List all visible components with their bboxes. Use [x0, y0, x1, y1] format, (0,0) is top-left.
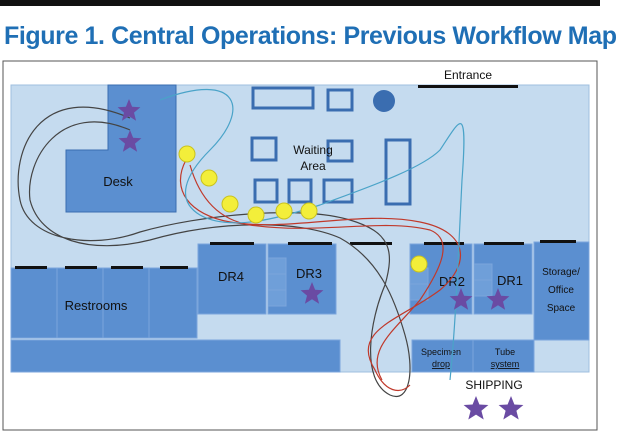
- storage-label-2: Office: [548, 285, 574, 296]
- workflow-map: Entrance Desk Waiting Area Restrooms DR4…: [2, 60, 598, 431]
- door: [288, 242, 332, 245]
- door: [65, 266, 97, 269]
- tube-label-1: Tube: [495, 347, 515, 357]
- chair-block: [326, 139, 354, 163]
- cabinet: [409, 283, 429, 301]
- waiting-furniture: [250, 86, 412, 206]
- queue-circle: [410, 255, 428, 273]
- door: [540, 240, 576, 243]
- star-icon: [300, 282, 324, 304]
- chair-block: [326, 88, 354, 112]
- cabinet: [473, 263, 493, 281]
- waiting-label-2: Area: [300, 159, 326, 173]
- room-dr4: [197, 243, 267, 315]
- path-blue: [159, 89, 465, 381]
- entrance-label: Entrance: [444, 68, 492, 82]
- door: [160, 266, 188, 269]
- queue-circle: [200, 169, 218, 187]
- path-black: [17, 106, 411, 398]
- door: [111, 266, 143, 269]
- storage-label-3: Space: [547, 303, 576, 314]
- queue-markers: [178, 145, 428, 273]
- workflow-paths: [17, 89, 465, 398]
- door: [350, 242, 392, 245]
- cabinet: [473, 279, 493, 297]
- star-icon: [117, 99, 141, 121]
- cabinet: [267, 273, 287, 291]
- top-rule: [0, 0, 600, 6]
- door: [15, 266, 47, 269]
- cabinet: [267, 257, 287, 275]
- round-table: [373, 90, 395, 112]
- desk-label: Desk: [103, 174, 133, 189]
- tube-label-2: system: [491, 359, 520, 369]
- cabinet: [267, 289, 287, 307]
- door: [424, 242, 464, 245]
- entrance-bar: [418, 85, 518, 88]
- waiting-label-1: Waiting: [293, 143, 333, 157]
- star-icon: [498, 396, 524, 420]
- queue-circle: [247, 206, 265, 224]
- chair-block: [251, 86, 315, 110]
- figure-title: Figure 1. Central Operations: Previous W…: [4, 22, 617, 50]
- queue-circle: [178, 145, 196, 163]
- storage-label-1: Storage/: [542, 267, 580, 278]
- queue-circle: [275, 202, 293, 220]
- specimen-label-2: drop: [432, 359, 450, 369]
- queue-circle: [300, 202, 318, 220]
- chair-block: [287, 178, 313, 204]
- desk: [65, 84, 177, 213]
- counter-strip: [10, 339, 341, 373]
- dr1-label: DR1: [497, 273, 523, 288]
- star-icon: [486, 288, 510, 310]
- star-markers: [117, 99, 524, 420]
- path-red-2: [189, 164, 444, 381]
- restrooms: [10, 267, 198, 339]
- door: [484, 242, 524, 245]
- chair-block: [384, 138, 412, 206]
- dr3-label: DR3: [296, 266, 322, 281]
- storage-office: [533, 241, 590, 341]
- dr4-label: DR4: [218, 269, 244, 284]
- star-icon: [118, 130, 142, 152]
- specimen-label-1: Specimen: [421, 347, 461, 357]
- star-icon: [463, 396, 489, 420]
- shipping-label: SHIPPING: [465, 378, 522, 392]
- chair-block: [322, 178, 354, 204]
- star-icon: [449, 288, 473, 310]
- chair-block: [253, 178, 279, 204]
- queue-circle: [221, 195, 239, 213]
- chair-block: [250, 136, 278, 162]
- path-red: [180, 159, 462, 392]
- door: [210, 242, 254, 245]
- restrooms-label: Restrooms: [65, 298, 128, 313]
